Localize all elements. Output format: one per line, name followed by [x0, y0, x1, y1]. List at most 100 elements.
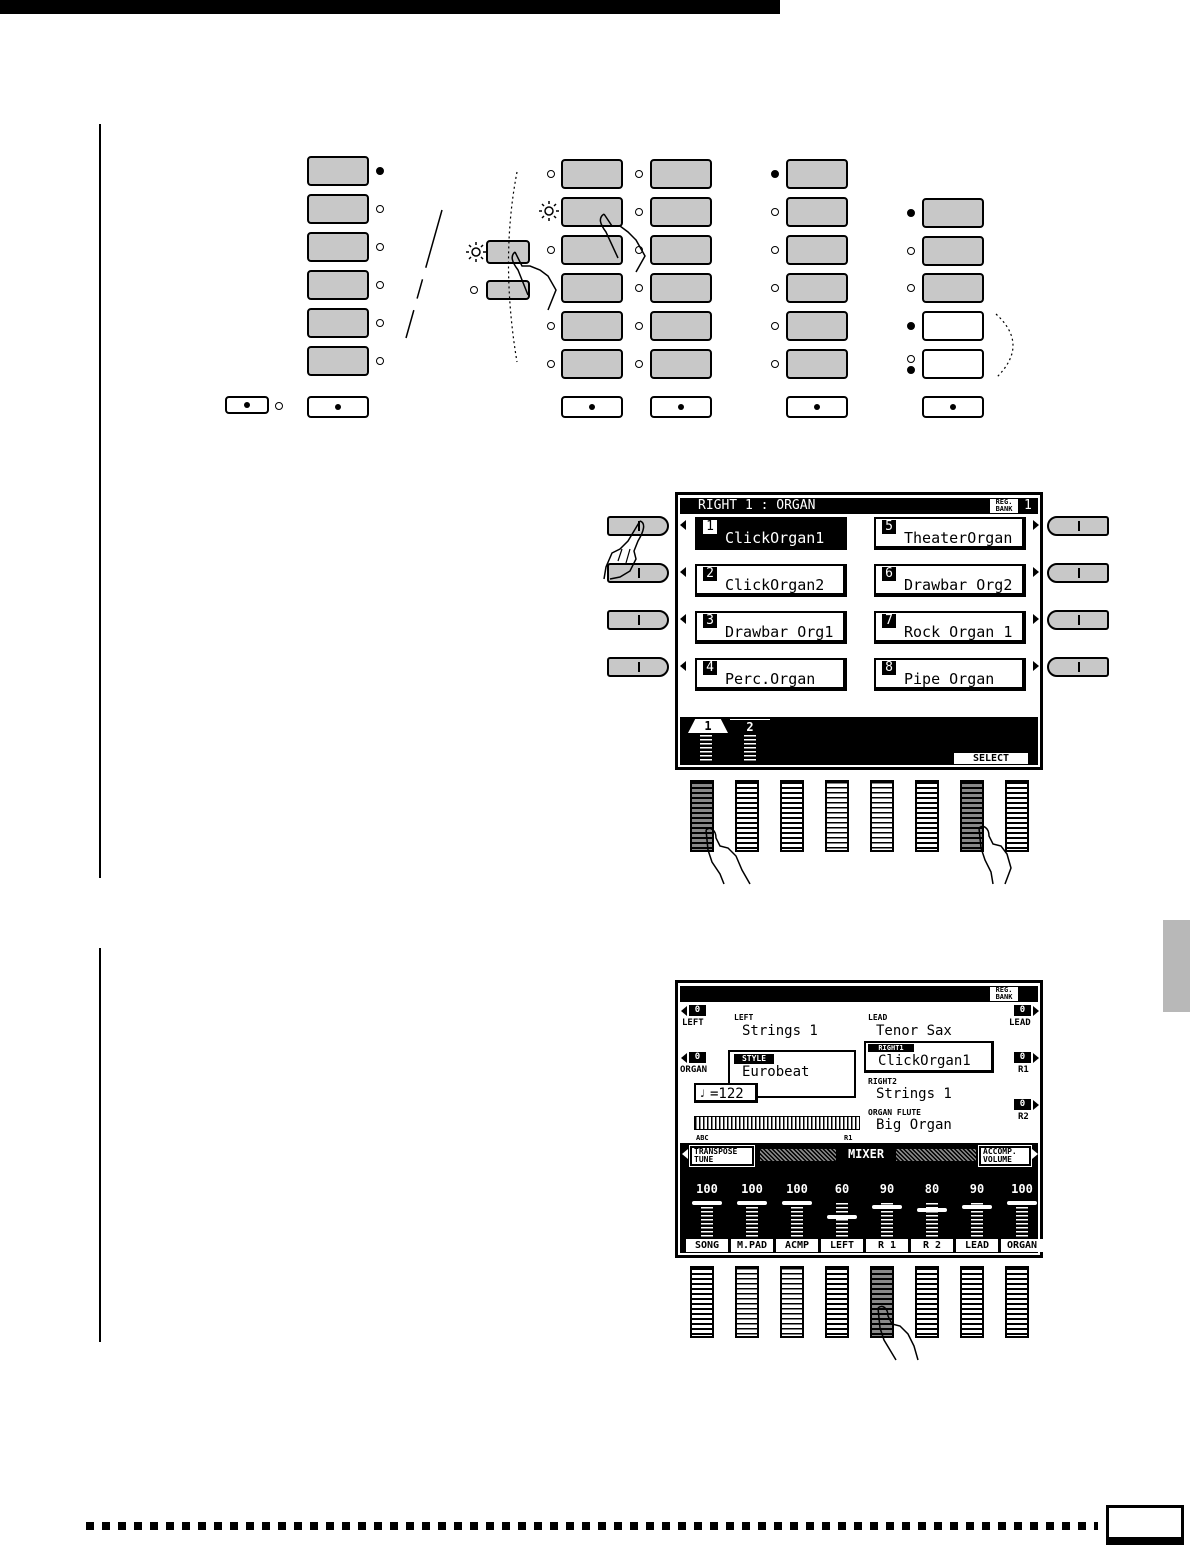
data-dial-slider-4[interactable] [825, 780, 849, 852]
panel-button[interactable] [650, 349, 712, 379]
data-dial-slider-3[interactable] [780, 1266, 804, 1338]
panel-button[interactable] [650, 235, 712, 265]
panel-button[interactable] [922, 198, 984, 228]
mixer-fader-knob[interactable] [782, 1201, 812, 1205]
mixer-fader-knob[interactable] [872, 1204, 902, 1209]
tempo-box[interactable]: ♩ =122 [694, 1083, 758, 1103]
data-dial-slider-6[interactable] [915, 780, 939, 852]
tab-2[interactable]: 2 [730, 719, 770, 734]
right1-voice-box[interactable]: RIGHT1 ClickOrgan1 [864, 1041, 994, 1073]
panel-button[interactable] [922, 396, 984, 418]
data-dial-slider-2[interactable] [735, 780, 759, 852]
panel-button[interactable] [307, 156, 369, 186]
panel-button[interactable] [786, 273, 848, 303]
panel-button[interactable] [786, 396, 848, 418]
data-dial-slider-1[interactable] [690, 1266, 714, 1338]
lead-voice-name[interactable]: Tenor Sax [876, 1023, 952, 1039]
data-dial-slider-8[interactable] [1005, 780, 1029, 852]
voice-slot-7[interactable]: 7 Rock Organ 1 [874, 611, 1026, 644]
panel-button[interactable] [561, 349, 623, 379]
mixer-channel-label[interactable]: R 1 [866, 1239, 908, 1252]
left-arrow-icon [680, 520, 686, 530]
panel-button[interactable] [486, 240, 530, 264]
lcd-side-button-left-4[interactable] [607, 657, 669, 677]
accomp-volume-button[interactable]: ACCOMP. VOLUME [978, 1145, 1032, 1167]
transpose-tune-button[interactable]: TRANSPOSE TUNE [689, 1145, 755, 1167]
panel-button[interactable] [561, 197, 623, 227]
panel-button[interactable] [307, 232, 369, 262]
organ-flute-voice[interactable]: Big Organ [876, 1117, 952, 1133]
mixer-fader-knob[interactable] [827, 1215, 857, 1220]
panel-button[interactable] [307, 346, 369, 376]
panel-button[interactable] [307, 396, 369, 418]
data-dial-slider-5[interactable] [870, 780, 894, 852]
panel-button[interactable] [225, 396, 269, 414]
panel-button[interactable] [650, 197, 712, 227]
lcd-side-button-right-1[interactable] [1047, 516, 1109, 536]
mixer-channel-label[interactable]: ORGAN [1001, 1239, 1043, 1252]
panel-button[interactable] [561, 235, 623, 265]
voice-slot-5[interactable]: 5 TheaterOrgan [874, 517, 1026, 550]
voice-slot-2[interactable]: 2 ClickOrgan2 [695, 564, 847, 597]
voice-slot-6[interactable]: 6 Drawbar Org2 [874, 564, 1026, 597]
lcd-side-button-right-4[interactable] [1047, 657, 1109, 677]
panel-button[interactable] [922, 273, 984, 303]
lcd-side-button-left-2[interactable] [607, 563, 669, 583]
data-dial-slider-8[interactable] [1005, 1266, 1029, 1338]
panel-button[interactable] [922, 311, 984, 341]
display-bottom-bar: 1 2 SELECT [680, 717, 1038, 765]
mixer-channel-label[interactable]: LEAD [956, 1239, 998, 1252]
panel-button[interactable] [786, 235, 848, 265]
panel-button[interactable] [561, 159, 623, 189]
panel-button[interactable] [786, 311, 848, 341]
data-dial-slider-2[interactable] [735, 1266, 759, 1338]
data-dial-slider-7[interactable] [960, 1266, 984, 1338]
panel-button[interactable] [922, 236, 984, 266]
voice-slot-3[interactable]: 3 Drawbar Org1 [695, 611, 847, 644]
lcd-side-button-left-1[interactable] [607, 516, 669, 536]
panel-button[interactable] [650, 159, 712, 189]
lcd-side-button-left-3[interactable] [607, 610, 669, 630]
mixer-fader-knob[interactable] [692, 1201, 722, 1205]
data-dial-slider-3[interactable] [780, 780, 804, 852]
lcd-side-button-right-2[interactable] [1047, 563, 1109, 583]
panel-button[interactable] [922, 349, 984, 379]
tab-1[interactable]: 1 [688, 719, 728, 733]
panel-button[interactable] [561, 311, 623, 341]
panel-button[interactable] [786, 159, 848, 189]
panel-button[interactable] [307, 194, 369, 224]
voice-slot-8[interactable]: 8 Pipe Organ [874, 658, 1026, 691]
mixer-fader-knob[interactable] [1007, 1201, 1037, 1205]
panel-button[interactable] [650, 273, 712, 303]
r2-part-label: R2 [1018, 1112, 1029, 1122]
mixer-channel-label[interactable]: R 2 [911, 1239, 953, 1252]
right2-voice-name[interactable]: Strings 1 [876, 1086, 952, 1102]
data-dial-slider-4[interactable] [825, 1266, 849, 1338]
left-voice-name[interactable]: Strings 1 [742, 1023, 818, 1039]
panel-button[interactable] [786, 197, 848, 227]
panel-button[interactable] [561, 273, 623, 303]
mixer-fader-knob[interactable] [962, 1204, 992, 1209]
mixer-channel-label[interactable]: SONG [686, 1239, 728, 1252]
panel-button[interactable] [786, 349, 848, 379]
voice-slot-1[interactable]: 1 ClickOrgan1 [695, 517, 847, 550]
style-box[interactable]: STYLE Eurobeat [728, 1050, 856, 1098]
panel-button[interactable] [307, 308, 369, 338]
panel-button[interactable] [307, 270, 369, 300]
data-dial-slider-5[interactable] [870, 1266, 894, 1338]
panel-button[interactable] [486, 280, 530, 300]
voice-slot-4[interactable]: 4 Perc.Organ [695, 658, 847, 691]
hand-pointer-icon [603, 520, 645, 580]
data-dial-slider-1[interactable] [690, 780, 714, 852]
mixer-channel-label[interactable]: M.PAD [731, 1239, 773, 1252]
led-indicator [907, 209, 915, 217]
panel-button[interactable] [561, 396, 623, 418]
mixer-fader-knob[interactable] [917, 1208, 947, 1213]
panel-button[interactable] [650, 396, 712, 418]
mixer-channel-label[interactable]: LEFT [821, 1239, 863, 1252]
lcd-side-button-right-3[interactable] [1047, 610, 1109, 630]
data-dial-slider-6[interactable] [915, 1266, 939, 1338]
mixer-channel-label[interactable]: ACMP [776, 1239, 818, 1252]
mixer-fader-knob[interactable] [737, 1201, 767, 1205]
panel-button[interactable] [650, 311, 712, 341]
